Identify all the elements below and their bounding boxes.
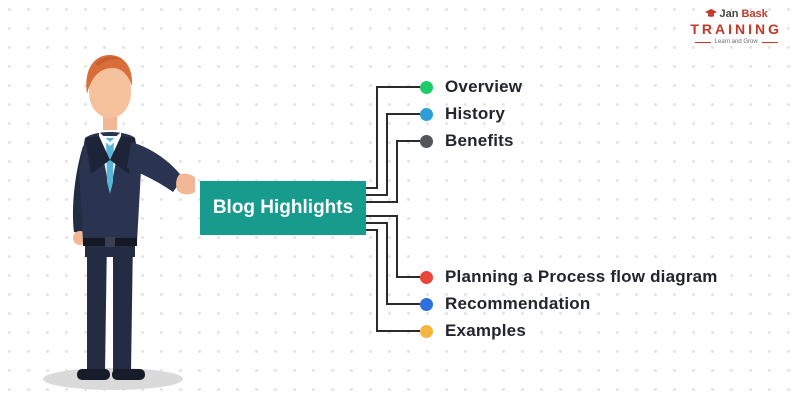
- bullet-icon: [420, 134, 433, 148]
- list-item-recommendation: Recommendation: [420, 293, 590, 315]
- item-label: History: [445, 104, 505, 123]
- bullet-icon: [420, 107, 433, 121]
- bullet-icon: [420, 80, 433, 94]
- list-item-planning: Planning a Process flow diagram: [420, 266, 718, 288]
- item-label: Planning a Process flow diagram: [445, 267, 718, 286]
- item-label: Examples: [445, 321, 526, 340]
- item-label: Overview: [445, 77, 523, 96]
- blog-highlights-label: Blog Highlights: [212, 197, 354, 219]
- person-illustration: [43, 54, 195, 390]
- logo-tagline-text: Learn and Grow: [714, 39, 758, 45]
- logo-title: TRAINING: [690, 21, 782, 37]
- bullet-icon: [420, 324, 433, 338]
- item-label: Benefits: [445, 131, 514, 150]
- tagline-line-right: [761, 41, 778, 43]
- blog-highlights-box: Blog Highlights: [200, 181, 366, 235]
- logo-tagline-row: Learn and Grow: [690, 39, 782, 45]
- bullet-icon: [420, 297, 433, 311]
- list-item-examples: Examples: [420, 320, 526, 342]
- list-item-overview: Overview: [420, 76, 522, 98]
- graduation-cap-icon: [704, 9, 717, 17]
- logo-brand-second: Bask: [741, 8, 768, 20]
- list-item-history: History: [420, 103, 505, 125]
- logo-brand-first: Jan: [719, 8, 739, 20]
- item-label: Recommendation: [445, 294, 591, 313]
- bullet-icon: [420, 270, 433, 284]
- list-item-benefits: Benefits: [420, 130, 514, 152]
- tagline-line-left: [694, 41, 711, 43]
